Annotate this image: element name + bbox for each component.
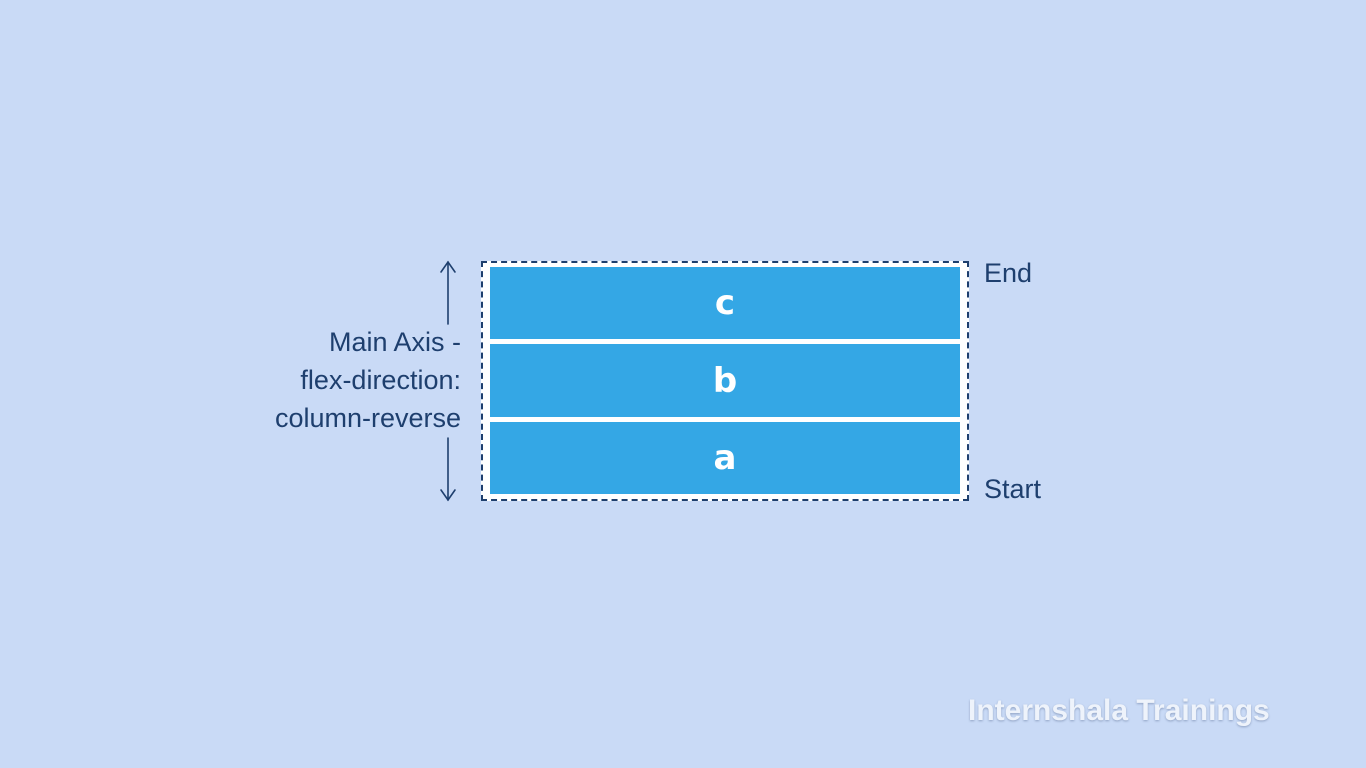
flex-item-a: a: [490, 421, 960, 494]
brand-watermark: Internshala Trainings: [968, 694, 1270, 727]
main-axis-label: Main Axis - flex-direction: column-rever…: [201, 323, 461, 437]
start-label: Start: [984, 474, 1042, 504]
main-axis-arrows: [440, 260, 456, 502]
axis-label-line-1: Main Axis -: [328, 327, 461, 357]
end-label: End: [984, 258, 1033, 288]
arrow-up-icon: [440, 260, 456, 325]
axis-label-line-2: flex-direction:: [300, 365, 461, 395]
arrow-down-icon: [440, 437, 456, 502]
axis-label-line-3: column-reverse: [274, 403, 461, 433]
flex-container: a b c: [481, 261, 969, 501]
flex-item-c: c: [490, 267, 960, 340]
flex-item-b: b: [490, 344, 960, 417]
